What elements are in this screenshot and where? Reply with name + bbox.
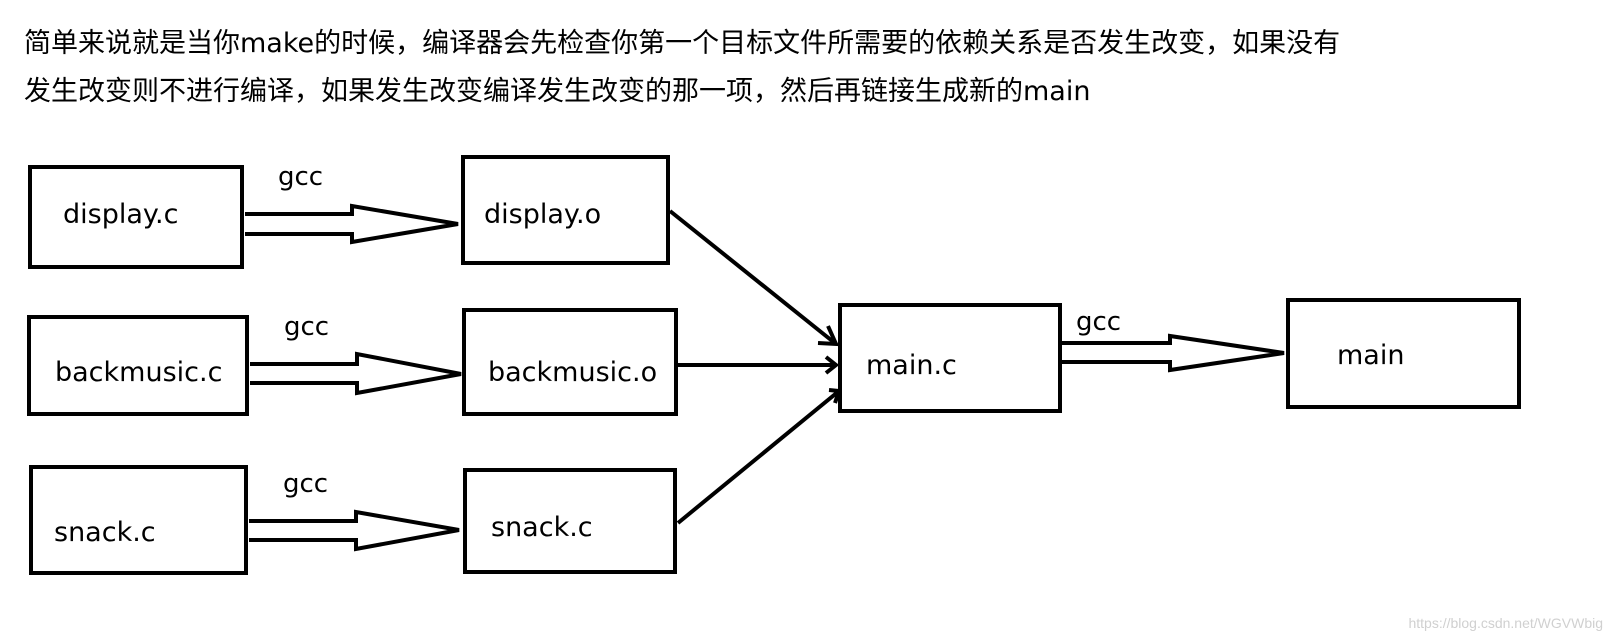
connector-snack (676, 389, 841, 525)
object-box-backmusic (462, 308, 678, 416)
compile-label-snack: gcc (283, 469, 329, 499)
object-label-display: display.o (484, 199, 602, 230)
source-box-snack (29, 465, 248, 575)
compile-arrow-display (245, 203, 459, 245)
object-label-snack: snack.c (491, 512, 593, 543)
description-line-1: 简单来说就是当你make的时候，编译器会先检查你第一个目标文件所需要的依赖关系是… (24, 28, 1341, 59)
link-arrow-main (1062, 333, 1285, 373)
connector-display-o (668, 209, 838, 346)
source-label-snack: snack.c (54, 517, 156, 548)
compile-arrow-backmusic (250, 351, 462, 396)
description-line-2: 发生改变则不进行编译，如果发生改变编译发生改变的那一项，然后再链接生成新的mai… (24, 76, 1091, 107)
watermark: https://blog.csdn.net/WGVWbig (1408, 615, 1603, 631)
link-node-label: main.c (866, 350, 957, 381)
output-box (1286, 298, 1521, 409)
arrowhead-display-o (817, 325, 840, 347)
source-box-backmusic (27, 315, 249, 416)
source-label-display: display.c (63, 199, 179, 230)
compile-arrow-snack (249, 509, 460, 552)
output-label: main (1337, 340, 1405, 371)
compile-label-display: gcc (278, 162, 324, 192)
source-box-display (28, 165, 244, 269)
source-label-backmusic: backmusic.c (55, 357, 223, 388)
object-box-snack (463, 468, 677, 574)
object-box-display (461, 155, 670, 265)
link-label: gcc (1076, 307, 1122, 337)
object-label-backmusic: backmusic.o (488, 357, 658, 388)
link-node-box (838, 303, 1062, 413)
compile-label-backmusic: gcc (284, 312, 330, 342)
arrowhead-backmusic-o (824, 355, 840, 375)
